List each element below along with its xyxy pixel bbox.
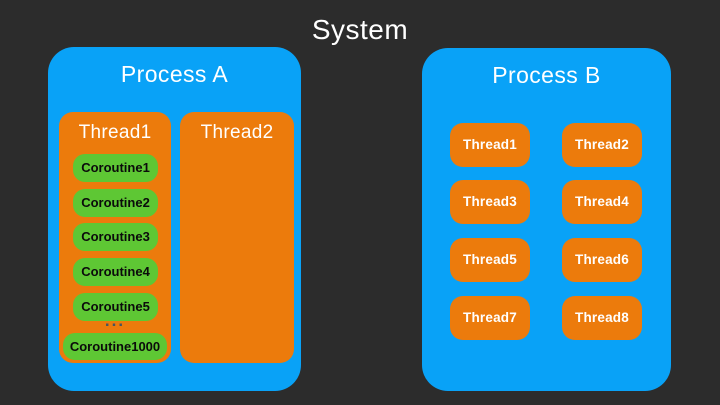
coroutine-box-3: Coroutine3 [73, 223, 158, 251]
process-b-thread8-box: Thread8 [562, 296, 642, 340]
process-a-title: Process A [120, 61, 229, 87]
process-a-thread2-box: Thread2 [180, 112, 294, 363]
coroutine-box-5: Coroutine5 [73, 293, 158, 321]
process-a-box: Process A Thread1 Coroutine1 Coroutine2 … [48, 47, 301, 391]
coroutine-box-1000: Coroutine1000 [63, 333, 167, 360]
coroutine-box-1: Coroutine1 [73, 154, 158, 182]
process-a-thread2-title: Thread2 [200, 122, 274, 143]
ellipsis-dots: ... [104, 311, 126, 330]
process-b-thread5-box: Thread5 [450, 238, 530, 282]
process-b-thread2-box: Thread2 [562, 123, 642, 167]
diagram-title: System [311, 14, 409, 45]
process-a-thread1-title: Thread1 [78, 122, 152, 143]
process-b-thread1-box: Thread1 [450, 123, 530, 167]
process-b-thread7-box: Thread7 [450, 296, 530, 340]
coroutine-box-4: Coroutine4 [73, 258, 158, 286]
coroutine-box-2: Coroutine2 [73, 189, 158, 217]
process-b-title: Process B [492, 62, 601, 88]
process-b-box: Process B Thread1 Thread2 Thread3 Thread… [422, 48, 671, 391]
process-a-thread1-box: Thread1 Coroutine1 Coroutine2 Coroutine3… [59, 112, 171, 363]
process-b-thread3-box: Thread3 [450, 180, 530, 224]
process-b-thread4-box: Thread4 [562, 180, 642, 224]
process-b-thread6-box: Thread6 [562, 238, 642, 282]
